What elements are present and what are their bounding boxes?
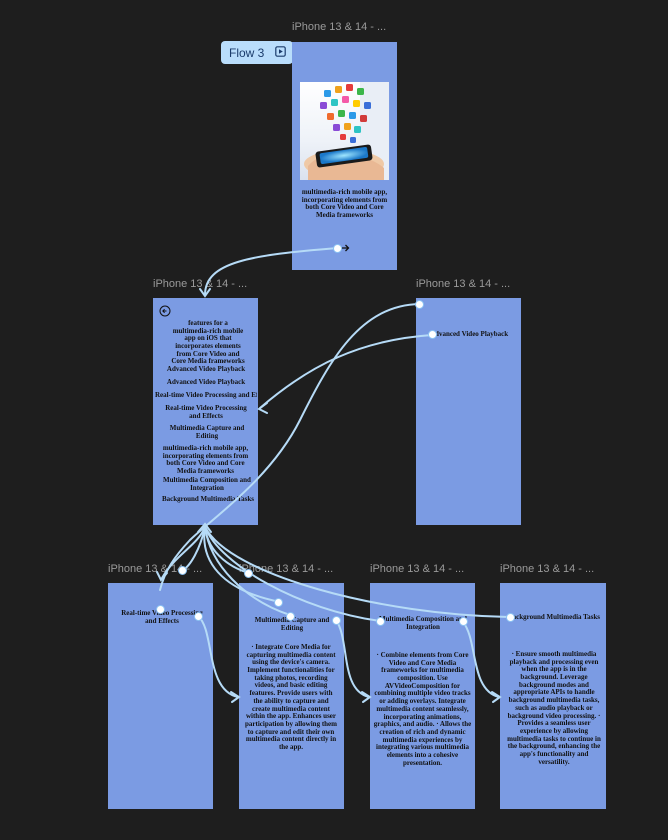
connector-handle[interactable]: [415, 300, 424, 309]
connector-handle[interactable]: [194, 612, 203, 621]
frame-composition[interactable]: [370, 583, 475, 809]
connector-handle[interactable]: [376, 617, 385, 626]
menu-item-realtime-2[interactable]: Real-time Video Processing and Effects: [165, 404, 247, 420]
menu-intro: features for a multimedia-rich mobile ap…: [171, 319, 245, 366]
frame-label-realtime: iPhone 13 & 14 - ...: [108, 563, 203, 575]
frame-background[interactable]: [500, 583, 606, 809]
playback-title: Advanced Video Playback: [430, 330, 509, 338]
connector-handle[interactable]: [459, 617, 468, 626]
menu-item-capture[interactable]: Multimedia Capture and Editing: [169, 424, 245, 440]
connector-handle[interactable]: [506, 613, 515, 622]
background-title: Background Multimedia Tasks: [507, 613, 601, 621]
menu-item-playback-1[interactable]: Advanced Video Playback: [166, 365, 246, 373]
arrow-right-icon: [342, 244, 350, 252]
play-square-icon[interactable]: [275, 46, 286, 57]
frame-label-background: iPhone 13 & 14 - ...: [500, 563, 595, 575]
frame-label-top: iPhone 13 & 14 - ...: [292, 21, 387, 33]
connector-handle[interactable]: [244, 569, 253, 578]
capture-body: · Integrate Core Media for capturing mul…: [245, 643, 337, 751]
frame-realtime[interactable]: [108, 583, 213, 809]
flow-start-badge[interactable]: Flow 3: [221, 41, 293, 64]
menu-item-realtime-1[interactable]: Real-time Video Processing and Ef...: [155, 392, 257, 399]
connector-handle[interactable]: [178, 566, 187, 575]
menu-item-composition[interactable]: Multimedia Composition and Integration: [163, 476, 251, 492]
connector-handle[interactable]: [428, 330, 437, 339]
hero-image: [300, 82, 389, 180]
frame-label-composition: iPhone 13 & 14 - ...: [370, 563, 465, 575]
composition-body: · Combine elements from Core Video and C…: [373, 651, 472, 767]
menu-item-background[interactable]: Background Multimedia Tasks: [161, 495, 255, 503]
frame-label-playback: iPhone 13 & 14 - ...: [416, 278, 511, 290]
flow-label: Flow 3: [229, 45, 265, 60]
connector-handle[interactable]: [274, 598, 283, 607]
back-arrow-icon[interactable]: [159, 305, 171, 317]
menu-item-app-summary[interactable]: multimedia-rich mobile app, incorporatin…: [162, 444, 249, 476]
background-body: · Ensure smooth multimedia playback and …: [507, 650, 601, 766]
smartphone-apps-illustration: [304, 82, 389, 180]
home-caption: multimedia-rich mobile app, incorporatin…: [301, 188, 388, 220]
menu-item-playback-2[interactable]: Advanced Video Playback: [166, 378, 246, 386]
connector-handle[interactable]: [286, 612, 295, 621]
connector-handle[interactable]: [156, 605, 165, 614]
frame-label-menu: iPhone 13 & 14 - ...: [153, 278, 248, 290]
frame-label-capture: iPhone 13 & 14 - ...: [239, 563, 334, 575]
composition-title: Multimedia Composition and Integration: [379, 615, 467, 631]
connector-handle[interactable]: [332, 616, 341, 625]
connector-handle[interactable]: [333, 244, 342, 253]
